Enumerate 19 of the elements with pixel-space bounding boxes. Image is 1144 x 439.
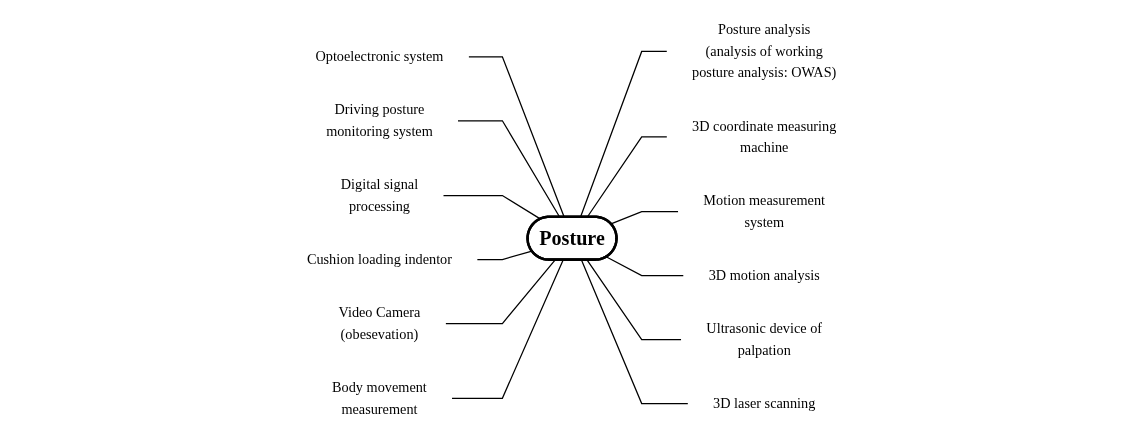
connector [581, 259, 689, 405]
connector [586, 259, 683, 341]
connector [445, 259, 556, 325]
node-text: Ultrasonic device of palpation [706, 320, 823, 359]
node-text: Posture analysis (analysis of working posture analysis: OWAS) [692, 21, 837, 81]
node-text: Driving posture monitoring system [326, 101, 434, 140]
node-text: 3D motion analysis [709, 267, 821, 284]
node-text: Video Camera (obesevation) [338, 304, 421, 343]
node-text: 3D coordinate measuring machine [692, 117, 837, 156]
connector [606, 256, 685, 277]
node-text: Optoelectronic system [315, 48, 444, 65]
node-text: 3D laser scanning [713, 395, 816, 412]
connector [451, 259, 565, 399]
node-text: Body movement measurement [332, 379, 428, 417]
node-text: Cushion loading indentor [307, 251, 453, 268]
node-text: Digital signal processing [341, 176, 419, 214]
connector [476, 250, 533, 261]
connector [443, 194, 542, 220]
node-text: Motion measurement system [703, 192, 826, 231]
